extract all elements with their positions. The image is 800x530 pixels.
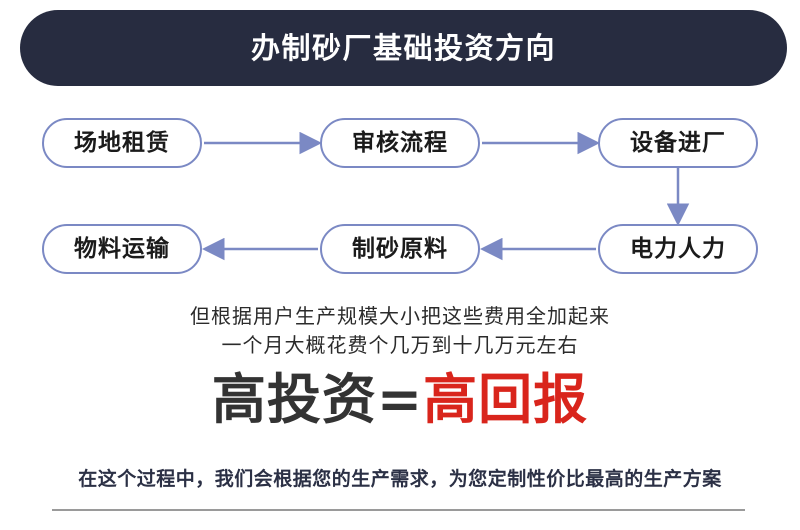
slogan-block: 高投资=高回报 (0, 373, 800, 427)
flow-node-label: 电力人力 (630, 235, 726, 262)
footer-block: 在这个过程中，我们会根据您的生产需求，为您定制性价比最高的生产方案 (0, 470, 800, 489)
slogan-left: 高投资 (211, 368, 377, 431)
flow-node-label: 场地租赁 (74, 129, 170, 156)
flow-node-site-rental[interactable]: 场地租赁 (42, 118, 202, 168)
flow-node-label: 制砂原料 (352, 235, 448, 262)
description-line-1: 但根据用户生产规模大小把这些费用全加起来 (190, 304, 610, 328)
description-block: 但根据用户生产规模大小把这些费用全加起来 一个月大概花费个几万到十几万元左右 (0, 302, 800, 360)
page-title: 办制砂厂基础投资方向 (250, 30, 556, 65)
description-line-2: 一个月大概花费个几万到十几万元左右 (221, 333, 579, 357)
slogan-right: 高回报 (423, 368, 589, 431)
flow-node-label: 物料运输 (74, 235, 170, 262)
slogan-equals-sign: = (376, 368, 424, 431)
flow-node-equipment-entry[interactable]: 设备进厂 (598, 118, 758, 168)
flow-node-power-labor[interactable]: 电力人力 (598, 224, 758, 274)
flow-node-label: 审核流程 (352, 129, 448, 156)
flowchart-connectors (202, 131, 690, 261)
footer-divider (52, 509, 745, 511)
header-banner: 办制砂厂基础投资方向 (20, 10, 787, 86)
flow-node-material-transport[interactable]: 物料运输 (42, 224, 202, 274)
flowchart: 场地租赁 审核流程 设备进厂 物料运输 制砂原料 电力人力 (0, 96, 800, 296)
flow-node-sand-raw-material[interactable]: 制砂原料 (320, 224, 480, 274)
flow-node-review-process[interactable]: 审核流程 (320, 118, 480, 168)
flow-node-label: 设备进厂 (630, 129, 726, 156)
footer-text: 在这个过程中，我们会根据您的生产需求，为您定制性价比最高的生产方案 (78, 468, 722, 490)
